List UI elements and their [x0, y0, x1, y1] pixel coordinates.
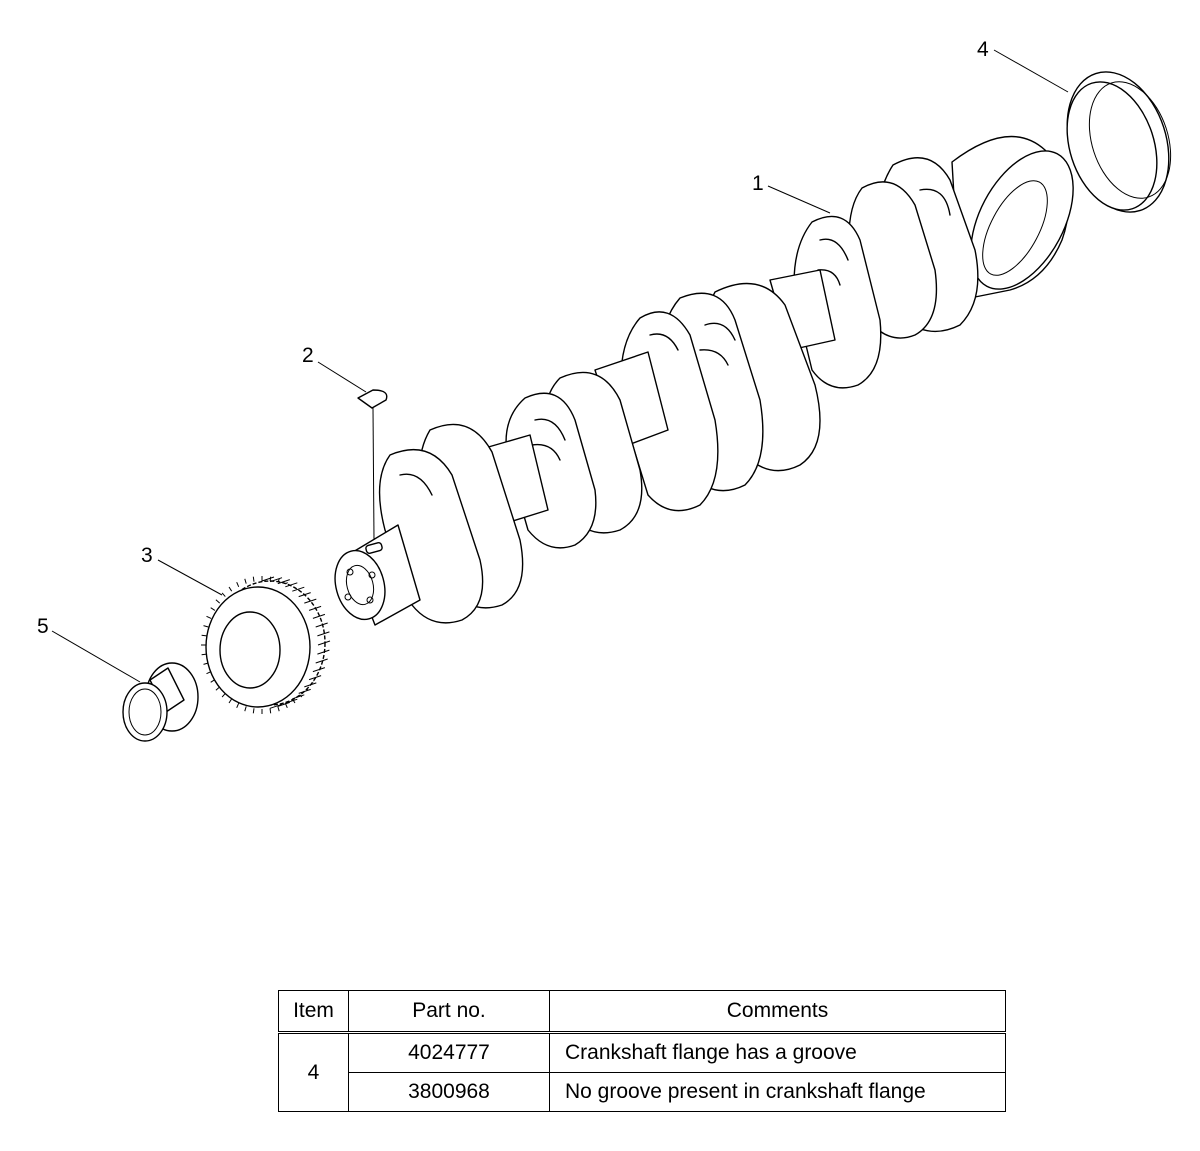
callout-2: 2	[302, 344, 314, 367]
gear-tooth	[203, 625, 209, 628]
gear-tooth-face	[308, 675, 322, 681]
gear-tooth-face	[285, 698, 298, 704]
leader-lines	[51, 49, 1069, 683]
gear-tooth-face	[277, 701, 290, 707]
part-number: 4024777	[348, 1032, 550, 1073]
callout-4: 4	[977, 38, 989, 61]
gear-tooth	[228, 698, 233, 704]
item-number: 4	[278, 1032, 349, 1112]
parts-table: Item Part no. Comments 4 4024777 Cranksh…	[278, 990, 1006, 1112]
callout-3: 3	[141, 544, 153, 567]
gear-tooth-face	[261, 576, 275, 582]
crankshaft-gear	[201, 576, 331, 714]
gear-tooth	[206, 615, 212, 619]
gear-tooth-face	[292, 694, 305, 700]
gear-tooth	[201, 634, 207, 637]
gear-tooth-face	[315, 622, 328, 628]
gear-tooth	[236, 703, 240, 708]
callout-5: 5	[37, 615, 49, 638]
gear-tooth-face	[298, 592, 311, 598]
table-row: 3800968 No groove present in crankshaft …	[279, 1072, 1006, 1112]
gear-tooth-face	[298, 688, 311, 694]
part-number: 3800968	[348, 1072, 550, 1112]
header-comments: Comments	[549, 990, 1006, 1034]
gear-tooth	[252, 708, 255, 714]
table-header-row: Item Part no. Comments	[278, 990, 1006, 1034]
gear-tooth-face	[285, 582, 298, 588]
gear-tooth-face	[317, 631, 330, 637]
woodruff-key	[357, 389, 388, 541]
gear-tooth	[221, 592, 226, 597]
gear-tooth-face	[312, 613, 326, 619]
comment: Crankshaft flange has a groove	[549, 1032, 1006, 1073]
gear-tooth	[236, 582, 240, 587]
gear-tooth-face	[315, 658, 328, 664]
gear-tooth-face	[292, 586, 305, 592]
gear-tooth	[244, 578, 247, 584]
header-part-no: Part no.	[348, 990, 550, 1034]
gear-tooth-face	[269, 703, 283, 709]
crankshaft	[334, 135, 1074, 626]
front-seal	[122, 662, 199, 742]
gear-tooth	[244, 706, 247, 712]
gear-tooth-face	[269, 577, 283, 583]
gear-tooth	[252, 576, 255, 582]
gear-tooth-face	[317, 640, 331, 646]
comment: No groove present in crankshaft flange	[549, 1072, 1006, 1112]
gear-tooth	[210, 607, 216, 611]
callout-1: 1	[752, 172, 764, 195]
header-item: Item	[278, 990, 349, 1034]
gear-tooth	[215, 599, 221, 604]
table-row: 4 4024777 Crankshaft flange has a groove	[278, 1032, 1006, 1112]
gear-tooth	[269, 576, 272, 582]
gear-tooth	[277, 706, 280, 712]
gear-tooth	[228, 586, 233, 592]
gear-tooth-face	[312, 667, 326, 673]
gear-tooth-face	[317, 649, 330, 655]
gear-tooth-face	[304, 682, 317, 688]
gear-tooth-face	[277, 579, 290, 585]
gear-tooth	[269, 708, 272, 714]
gear-tooth-face	[304, 598, 317, 604]
gear-tooth-face	[308, 605, 322, 611]
rear-seal	[1066, 71, 1172, 213]
